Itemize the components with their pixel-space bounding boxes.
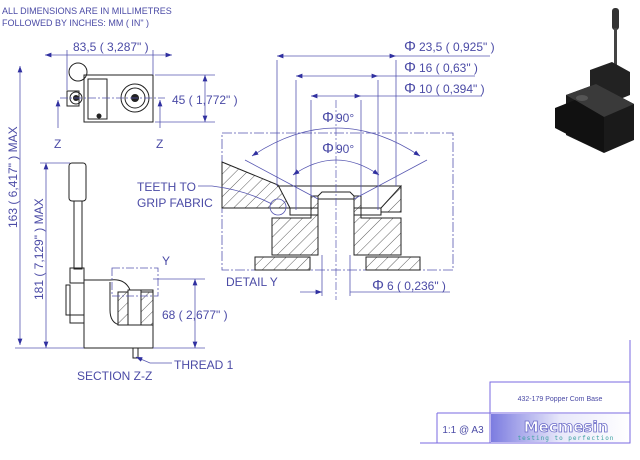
dimension-68: 68 ( 2,677" ) xyxy=(162,308,228,322)
mecmesin-logo: Mecmesin xyxy=(524,418,609,436)
dimension-163-max: 163 ( 6,417" ) MAX xyxy=(6,126,20,228)
teeth-label-line2: GRIP FABRIC xyxy=(137,196,213,210)
section-z-z: 163 ( 6,417" ) MAX 181 ( 7,129" ) MAX 68… xyxy=(6,66,234,383)
dimension-181-max: 181 ( 7,129" ) MAX xyxy=(32,198,46,300)
section-mark-z-left: Z xyxy=(54,137,61,151)
height-dimension: 45 ( 1,772" ) xyxy=(172,93,238,107)
part-name: 432-179 Popper Com Base xyxy=(518,396,603,403)
detail-mark-y: Y xyxy=(162,254,170,268)
scale-label: 1:1 @ A3 xyxy=(442,425,484,436)
isometric-render xyxy=(555,8,634,153)
logo-tagline: testing to perfection xyxy=(518,435,615,442)
title-block: 432-179 Popper Com Base 1:1 @ A3 Mecmesi… xyxy=(420,340,631,444)
note-inches: FOLLOWED BY INCHES: MM ( IN" ) xyxy=(2,18,149,28)
width-dimension: 83,5 ( 3,287" ) xyxy=(73,40,149,54)
detail-title: DETAIL Y xyxy=(226,275,278,289)
thread-label: THREAD 1 xyxy=(174,358,234,372)
note-units: ALL DIMENSIONS ARE IN MILLIMETRES xyxy=(2,6,172,16)
teeth-label-line1: TEETH TO xyxy=(137,180,196,194)
section-title: SECTION Z-Z xyxy=(77,369,152,383)
top-view: 83,5 ( 3,287" ) 45 ( 1,772" ) Z Z xyxy=(45,40,238,151)
section-mark-z-right: Z xyxy=(156,137,163,151)
